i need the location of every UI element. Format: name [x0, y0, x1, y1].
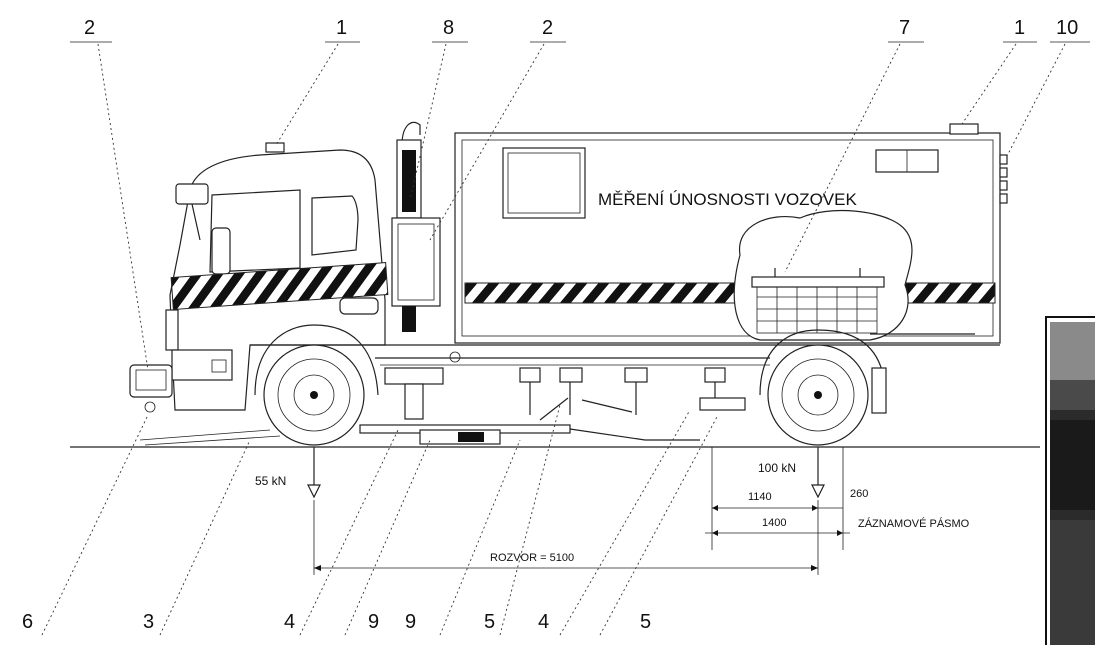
callout-bottom-4: 9: [368, 611, 379, 633]
callouts-top: 2 1 8 2 7 1 10: [70, 17, 1090, 371]
dimension-lines: [314, 447, 850, 571]
dim-1400: 1400: [762, 517, 786, 529]
measuring-units: [139, 367, 746, 446]
vehicle-label: MĚŘENÍ ÚNOSNOSTI VOZOVEK: [598, 190, 857, 209]
rear-light-4: [999, 193, 1008, 204]
callout-top-7: 10: [1056, 17, 1078, 39]
rear-wheel: [759, 329, 887, 446]
callout-bottom-1: 6: [22, 611, 33, 633]
callout-bottom-5: 9: [405, 611, 416, 633]
dim-260: 260: [850, 488, 868, 500]
rear-beacon: [949, 123, 979, 135]
equipment-cage: [751, 268, 975, 335]
cab-hazard-stripe: [170, 262, 389, 311]
callouts-bottom: 6 3 4 9 9 5 4 5: [22, 404, 719, 636]
box-hazard-stripe: [464, 282, 736, 304]
front-load-arrow: [307, 447, 321, 575]
callout-bottom-3: 4: [284, 611, 295, 633]
cab-window: [209, 189, 301, 273]
callout-top-6: 1: [1014, 17, 1025, 39]
front-bumper-device: [129, 364, 173, 398]
dim-1140: 1140: [748, 491, 772, 503]
cab-beacon: [265, 142, 285, 153]
recording-band-label: ZÁZNAMOVÉ PÁSMO: [858, 517, 970, 530]
callout-bottom-7: 4: [538, 611, 549, 633]
callout-top-5: 7: [899, 17, 910, 39]
cargo-box: MĚŘENÍ ÚNOSNOSTI VOZOVEK: [454, 123, 1008, 344]
box-window: [502, 147, 586, 219]
side-mirror: [175, 183, 209, 205]
callout-top-1: 2: [84, 17, 95, 39]
rear-light-3: [999, 180, 1008, 191]
wheelbase-label: ROZVOR = 5100: [490, 552, 574, 564]
callout-bottom-6: 5: [484, 611, 495, 633]
rear-light-1: [999, 154, 1008, 165]
rear-light-2: [999, 167, 1008, 178]
cab-window-rear: [311, 195, 359, 256]
rear-load-arrow: [811, 447, 825, 575]
callout-top-3: 8: [443, 17, 454, 39]
front-wheel: [254, 324, 379, 446]
callout-bottom-8: 5: [640, 611, 651, 633]
callout-top-4: 2: [542, 17, 553, 39]
rear-load-label: 100 kN: [758, 461, 796, 475]
front-load-label: 55 kN: [255, 474, 286, 488]
sensor-tower: [391, 121, 441, 332]
callout-top-2: 1: [336, 17, 347, 39]
callout-bottom-2: 3: [143, 611, 154, 633]
cutaway-bubble: [733, 209, 913, 341]
inset-photo: [1045, 316, 1095, 645]
